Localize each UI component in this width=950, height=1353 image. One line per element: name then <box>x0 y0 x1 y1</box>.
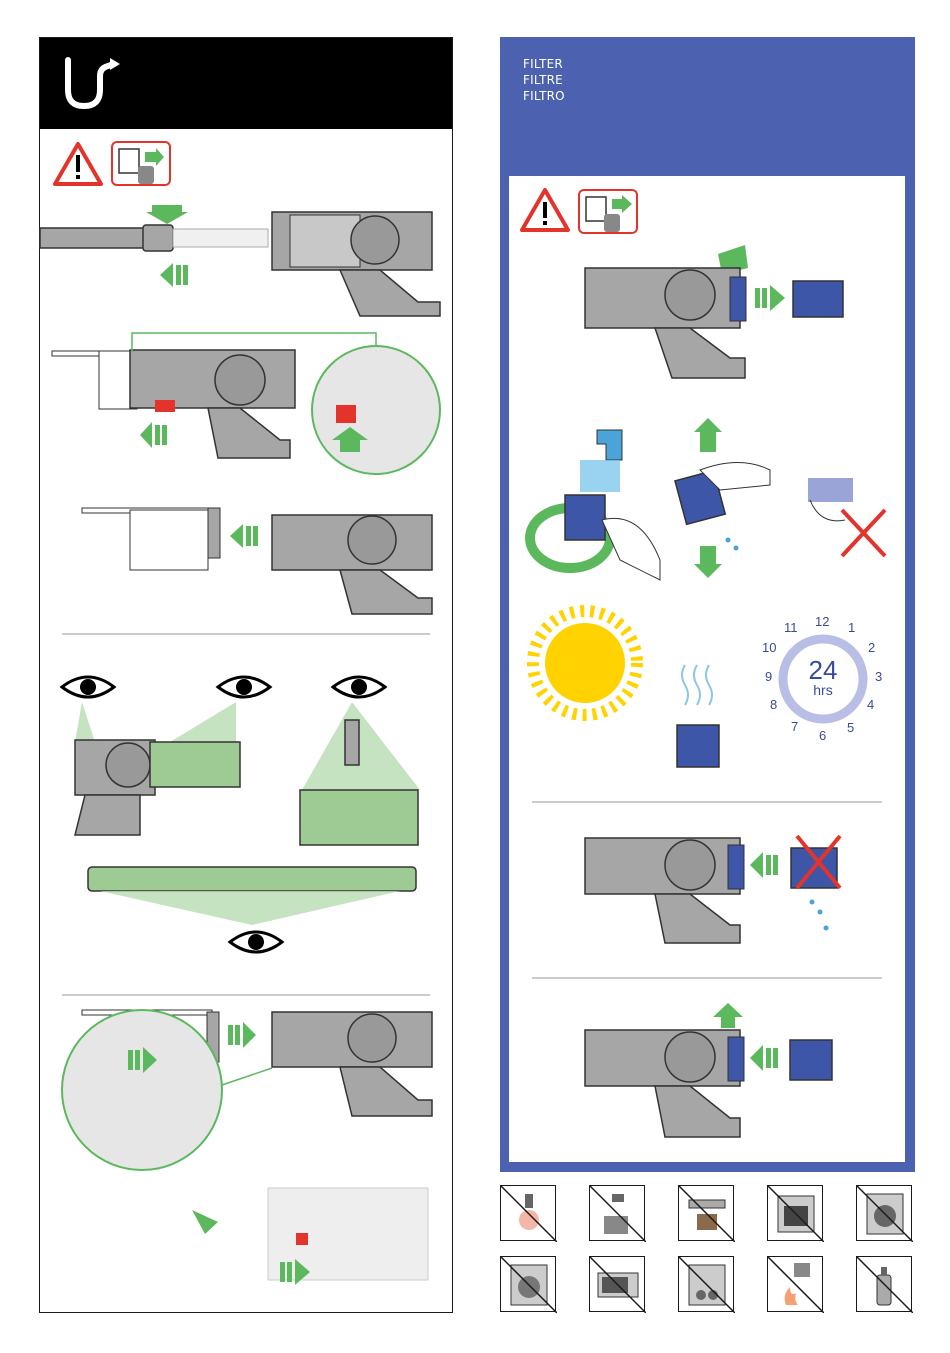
drying-time-label: 24 hrs <box>800 657 846 697</box>
clock-numeral: 7 <box>791 719 798 734</box>
no-washing-machine-icon <box>856 1185 912 1241</box>
no-microwave-icon <box>589 1256 645 1312</box>
clock-numeral: 4 <box>867 697 874 712</box>
clock-numeral: 5 <box>847 720 854 735</box>
drying-hours-value: 24 <box>800 657 846 683</box>
clock-numeral: 8 <box>770 697 777 712</box>
clock-numeral: 9 <box>765 669 772 684</box>
clock-numeral: 10 <box>762 640 776 655</box>
no-tumble-dryer-icon <box>500 1256 556 1312</box>
clock-numeral: 11 <box>784 620 798 635</box>
no-brush-icon <box>678 1185 734 1241</box>
no-dishwasher-rack-icon <box>678 1256 734 1312</box>
warning-triangle-icon <box>522 190 568 230</box>
clock-numeral: 12 <box>815 614 829 629</box>
no-dishwasher-icon <box>500 1185 556 1241</box>
clock-numeral: 1 <box>848 620 855 635</box>
clock-numeral: 3 <box>875 669 882 684</box>
sun-icon <box>533 611 637 715</box>
no-spray-icon <box>856 1256 912 1312</box>
clock-numeral: 6 <box>819 728 826 743</box>
drying-hours-unit: hrs <box>800 683 846 697</box>
no-oven-icon <box>767 1185 823 1241</box>
unplug-icon <box>579 190 637 233</box>
no-tap-water-icon <box>589 1185 645 1241</box>
clock-numeral: 2 <box>868 640 875 655</box>
no-fire-icon <box>767 1256 823 1312</box>
